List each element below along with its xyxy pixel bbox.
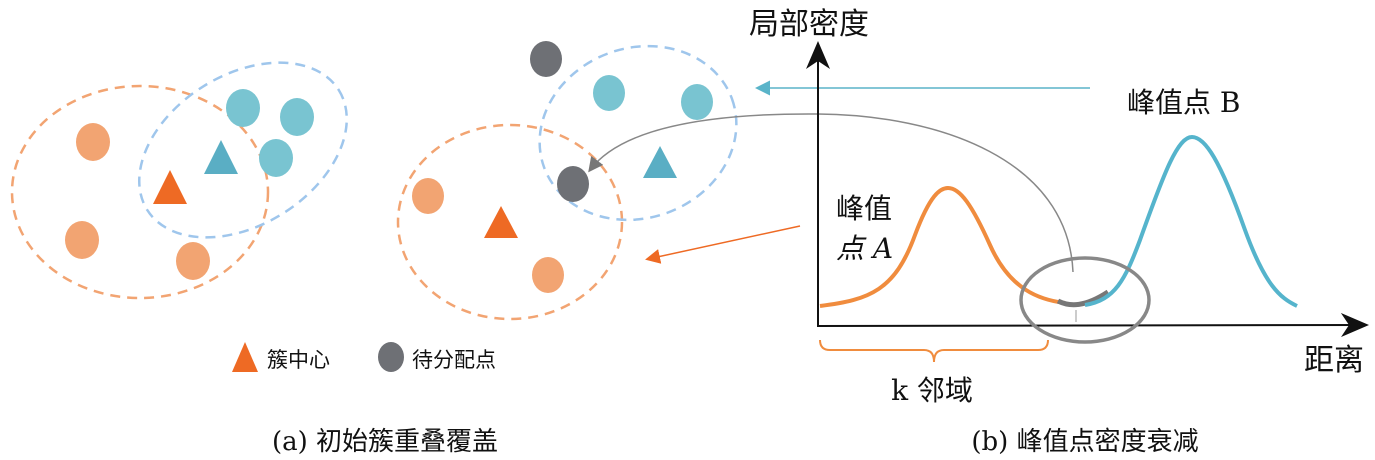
caption-b: (b) 峰值点密度衰减 — [971, 427, 1198, 457]
peak-b-label: 峰值点 B — [1127, 86, 1240, 119]
orange-center-triangle — [153, 170, 187, 204]
peak-a-label: 点 A — [836, 232, 893, 265]
blue-center-triangle — [643, 146, 677, 178]
panel-b: 局部密度 距离 峰值 点 A 峰值点 B k 邻域 (b) 峰值点密度衰减 — [749, 7, 1369, 457]
legend-triangle-icon — [232, 342, 258, 372]
legend-circle-icon — [378, 342, 404, 372]
orange-cluster-boundary — [10, 84, 270, 300]
blue-point — [681, 84, 713, 120]
legend-unassigned-point: 待分配点 — [412, 348, 496, 372]
valley-highlight-circle — [1019, 256, 1151, 344]
x-axis-label: 距离 — [1304, 343, 1364, 378]
blue-point — [280, 98, 314, 136]
density-curve-b — [1084, 134, 1298, 308]
panel-a: 簇中心 待分配点 (a) 初始簇重叠覆盖 — [10, 41, 738, 457]
y-axis-label: 局部密度 — [749, 7, 869, 42]
orange-point — [65, 221, 99, 259]
orange-cluster-boundary — [396, 123, 624, 321]
orange-point — [532, 257, 564, 293]
blue-center-triangle — [204, 140, 238, 174]
blue-point — [259, 139, 293, 177]
blue-point — [593, 75, 625, 111]
blue-point — [226, 89, 260, 127]
orange-arrow — [645, 225, 801, 264]
peak-a-label: 峰值 — [836, 192, 892, 225]
orange-center-triangle — [484, 206, 518, 238]
blue-cluster-boundary — [138, 61, 348, 239]
k-neighborhood-brace — [819, 339, 1049, 363]
unassigned-point — [557, 166, 589, 202]
legend-cluster-center: 簇中心 — [267, 348, 330, 372]
orange-point — [176, 242, 210, 280]
x-axis — [817, 313, 1369, 338]
k-neighborhood-label: k 邻域 — [891, 374, 973, 407]
orange-point — [412, 178, 444, 214]
blue-cluster-boundary — [538, 44, 738, 222]
orange-point — [76, 123, 110, 161]
density-curve-valley — [1056, 289, 1110, 308]
caption-a: (a) 初始簇重叠覆盖 — [272, 427, 498, 457]
density-curve-a — [819, 185, 1066, 308]
unassigned-point — [530, 41, 562, 77]
gray-arrow — [588, 113, 1074, 273]
